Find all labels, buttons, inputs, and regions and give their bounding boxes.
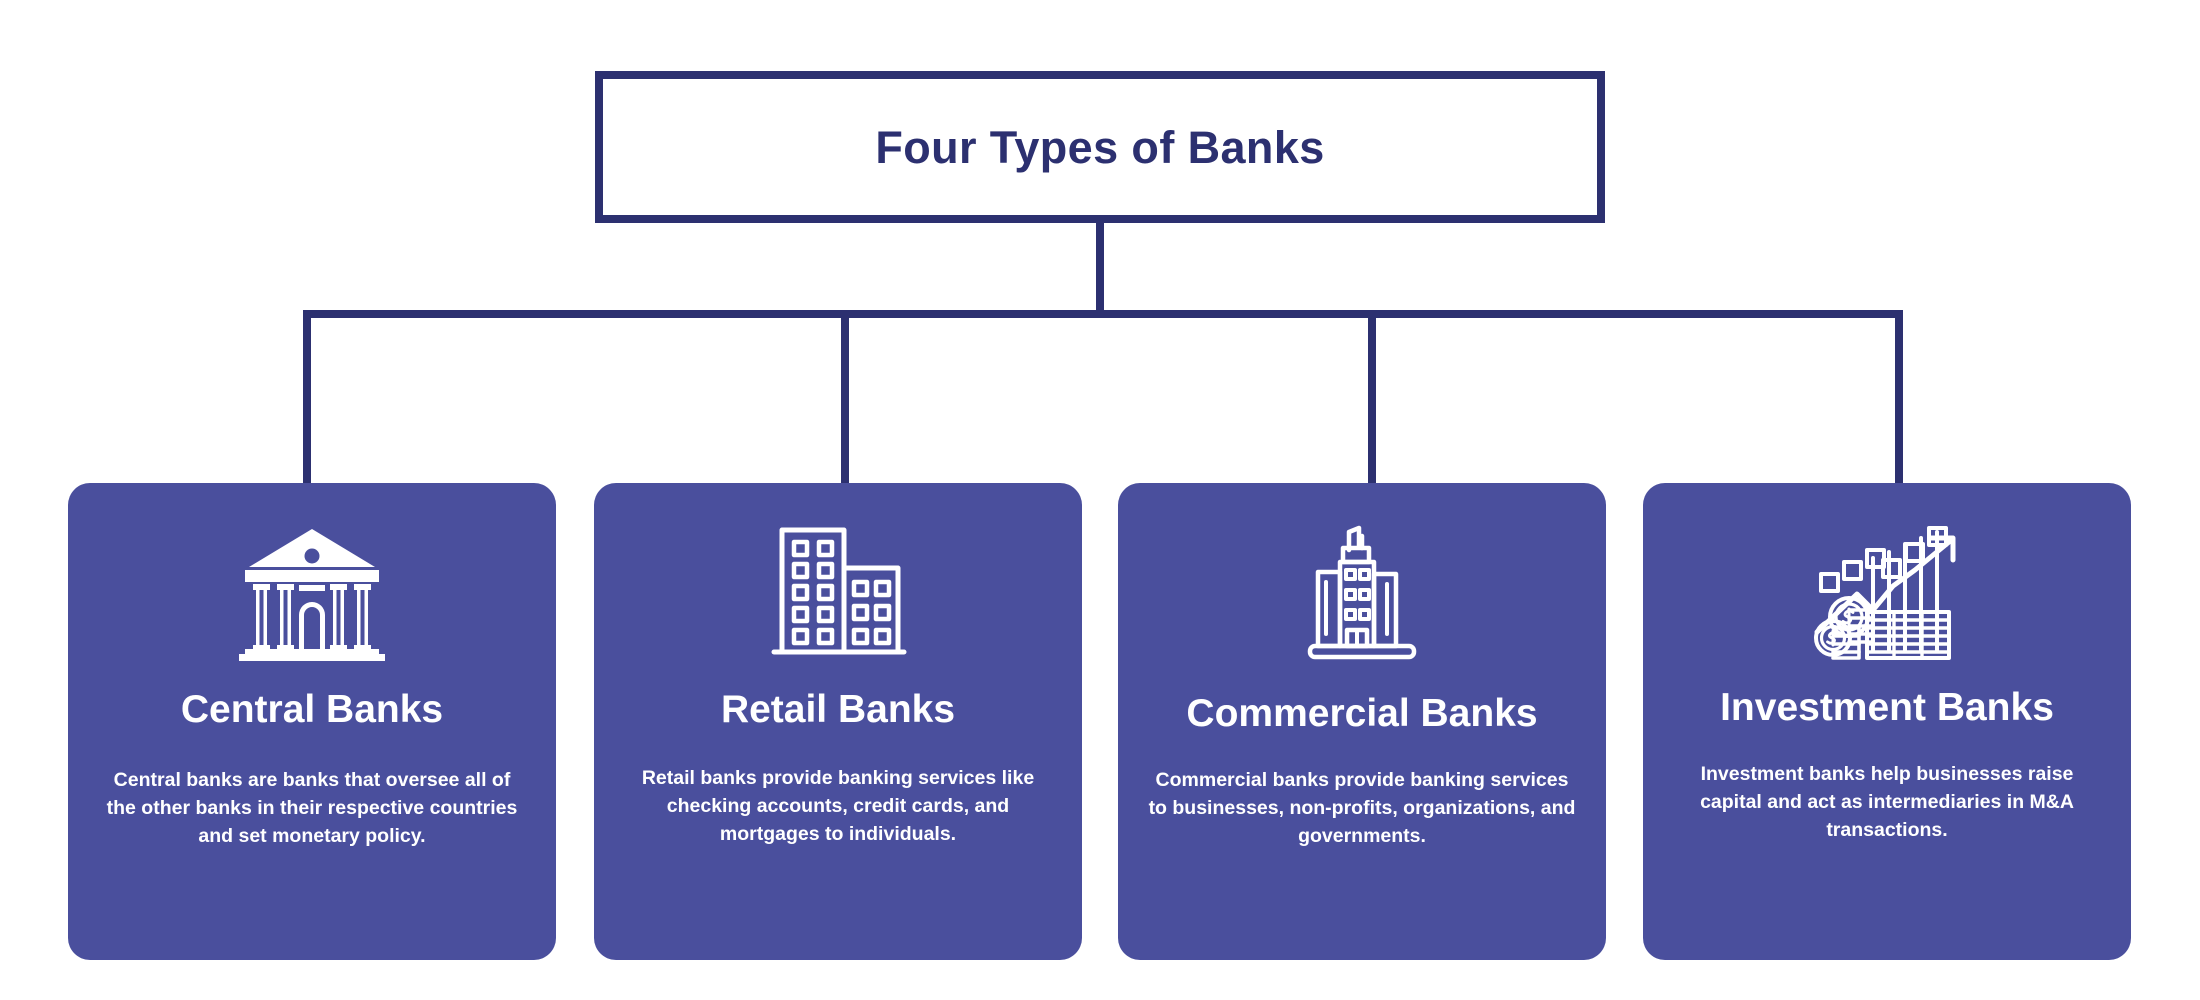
- card-commercial-banks[interactable]: Commercial Banks Commercial banks provid…: [1118, 483, 1606, 960]
- connector-drop-investment-banks: [1895, 310, 1903, 490]
- office-buildings-icon: [768, 517, 908, 667]
- root-node-four-types-of-banks: Four Types of Banks: [595, 71, 1605, 223]
- card-title: Retail Banks: [720, 688, 956, 731]
- diagram-title: Four Types of Banks: [875, 121, 1325, 173]
- card-central-banks[interactable]: Central Banks Central banks are banks th…: [68, 483, 556, 960]
- card-title: Investment Banks: [1720, 686, 2054, 729]
- card-investment-banks[interactable]: Investment Banks Investment banks help b…: [1643, 483, 2131, 960]
- growth-chart-money-icon: [1811, 517, 1963, 667]
- connector-drop-commercial-banks: [1368, 310, 1376, 490]
- connector-drop-central-banks: [303, 310, 311, 490]
- connector-stem-vertical: [1096, 223, 1104, 310]
- card-description: Investment banks help businesses raise c…: [1700, 762, 2074, 842]
- card-title: Commercial Banks: [1186, 692, 1538, 735]
- card-title: Central Banks: [180, 688, 444, 731]
- card-retail-banks[interactable]: Retail Banks Retail banks provide bankin…: [594, 483, 1082, 960]
- card-description: Retail banks provide banking services li…: [641, 766, 1035, 846]
- bank-classical-building-icon: [237, 517, 387, 667]
- card-description: Commercial banks provide banking service…: [1148, 768, 1576, 848]
- connector-horizontal-bus: [303, 310, 1903, 318]
- connector-drop-retail-banks: [841, 310, 849, 490]
- skyscraper-icon: [1302, 517, 1422, 667]
- card-description: Central banks are banks that oversee all…: [106, 768, 518, 848]
